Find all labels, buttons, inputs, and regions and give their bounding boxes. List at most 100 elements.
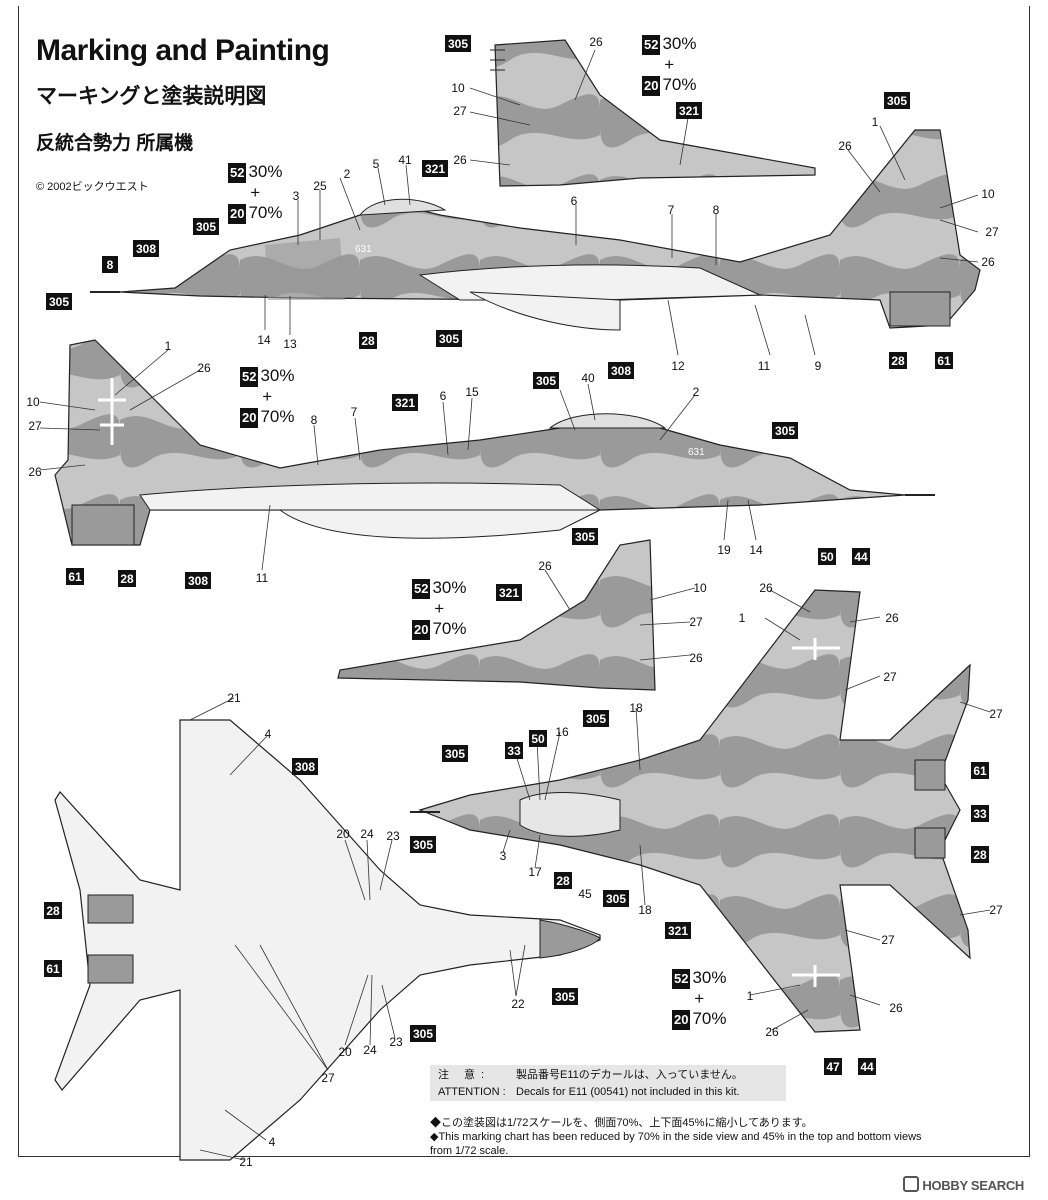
callout-16: 16 <box>555 725 569 739</box>
code-321-e: 321 <box>668 924 688 938</box>
code-305-m: 305 <box>555 990 575 1004</box>
callout-2: 2 <box>344 167 351 181</box>
page-border <box>18 6 1030 1157</box>
scale-notes: ◆この塗装図は1/72スケールを、側面70%、上下面45%に縮小してあります。 … <box>430 1116 1030 1158</box>
copyright-text: © 2002ビックウエスト <box>36 181 149 193</box>
callout-23: 23 <box>386 829 400 843</box>
code-305-h: 305 <box>575 530 595 544</box>
unit-name-jp: 反統合勢力 所属機 <box>36 133 194 154</box>
callout-21: 21 <box>227 691 241 705</box>
callout-10: 10 <box>981 187 995 201</box>
code-305-e: 305 <box>49 295 69 309</box>
code-308-b: 308 <box>611 364 631 378</box>
code-28-a: 28 <box>361 334 375 348</box>
code-61-d: 61 <box>46 962 60 976</box>
attention-label-en: ATTENTION : <box>438 1086 506 1098</box>
callout-26: 26 <box>28 465 42 479</box>
callout-18: 18 <box>638 903 652 917</box>
callout-27: 27 <box>985 225 999 239</box>
attention-text-jp: 製品番号E11のデカールは、入っていません。 <box>516 1069 743 1081</box>
callout-1: 1 <box>739 611 746 625</box>
aircraft-number-right: 631 <box>355 244 372 255</box>
callout-20: 20 <box>338 1045 352 1059</box>
code-33-a: 33 <box>507 744 521 758</box>
code-44-b: 44 <box>860 1060 874 1074</box>
code-305-d: 305 <box>439 332 459 346</box>
code-321-a: 321 <box>679 104 699 118</box>
attention-label-jp: 注 意: <box>438 1069 491 1081</box>
callout-8: 8 <box>311 413 318 427</box>
code-305-c: 305 <box>196 220 216 234</box>
callout-26: 26 <box>885 611 899 625</box>
callout-15: 15 <box>465 385 479 399</box>
page-title: Marking and Painting <box>36 34 330 67</box>
callout-7: 7 <box>668 203 675 217</box>
callout-24: 24 <box>363 1043 377 1057</box>
code-28-e: 28 <box>556 874 570 888</box>
callout-6: 6 <box>440 389 447 403</box>
callout-numbers: 26 10 27 26 1 26 10 27 26 2 5 41 3 25 6 … <box>26 35 1003 1169</box>
code-61-a: 61 <box>937 354 951 368</box>
callout-8: 8 <box>713 203 720 217</box>
callout-14: 14 <box>749 543 763 557</box>
callout-2: 2 <box>693 385 700 399</box>
code-8: 8 <box>107 258 114 272</box>
code-61-c: 61 <box>973 764 987 778</box>
callout-40: 40 <box>581 371 595 385</box>
callout-27: 27 <box>989 707 1003 721</box>
callout-14: 14 <box>257 333 271 347</box>
callout-26: 26 <box>589 35 603 49</box>
code-28-c: 28 <box>120 572 134 586</box>
callout-10: 10 <box>451 81 465 95</box>
callout-11: 11 <box>256 571 269 585</box>
code-321-c: 321 <box>395 396 415 410</box>
callout-10: 10 <box>693 581 707 595</box>
note-jp: ◆この塗装図は1/72スケールを、側面70%、上下面45%に縮小してあります。 <box>430 1117 813 1129</box>
hobby-search-logo-icon <box>903 1176 920 1192</box>
callout-27: 27 <box>881 933 895 947</box>
color-code-boxes: 305 321 305 321 305 308 8 28 305 308 28 … <box>44 35 989 1075</box>
callout-26: 26 <box>765 1025 779 1039</box>
callout-10: 10 <box>26 395 40 409</box>
aircraft-number-left: 631 <box>688 447 705 458</box>
code-33-b: 33 <box>973 807 987 821</box>
callout-18: 18 <box>629 701 643 715</box>
code-305-a: 305 <box>448 37 468 51</box>
code-305-b: 305 <box>887 94 907 108</box>
callout-25: 25 <box>313 179 327 193</box>
code-308-a: 308 <box>136 242 156 256</box>
code-305-n: 305 <box>413 1027 433 1041</box>
code-28-b: 28 <box>891 354 905 368</box>
callout-3: 3 <box>500 849 507 863</box>
callout-26: 26 <box>538 559 552 573</box>
callout-26: 26 <box>889 1001 903 1015</box>
callout-26: 26 <box>453 153 467 167</box>
callout-11: 11 <box>758 359 771 373</box>
code-305-g: 305 <box>775 424 795 438</box>
callout-27: 27 <box>883 670 897 684</box>
callout-23: 23 <box>389 1035 403 1049</box>
note-en-2: from 1/72 scale. <box>430 1145 509 1157</box>
callout-1: 1 <box>872 115 879 129</box>
bottom-view <box>54 719 601 1161</box>
code-305-k: 305 <box>413 838 433 852</box>
page-subtitle-jp: マーキングと塗装説明図 <box>36 85 267 108</box>
callout-26: 26 <box>981 255 995 269</box>
code-305-l: 305 <box>606 892 626 906</box>
callout-26: 26 <box>689 651 703 665</box>
code-50-a: 50 <box>820 550 834 564</box>
side-view-right <box>90 129 981 331</box>
attention-box: 注 意:製品番号E11のデカールは、入っていません。 ATTENTION :De… <box>430 1065 786 1101</box>
callout-4: 4 <box>269 1135 276 1149</box>
callout-13: 13 <box>283 337 297 351</box>
callout-12: 12 <box>671 359 685 373</box>
callout-19: 19 <box>717 543 731 557</box>
callout-22: 22 <box>511 997 525 1011</box>
callout-41: 41 <box>398 153 412 167</box>
callout-27: 27 <box>689 615 703 629</box>
callout-6: 6 <box>571 194 578 208</box>
callout-27: 27 <box>453 104 467 118</box>
